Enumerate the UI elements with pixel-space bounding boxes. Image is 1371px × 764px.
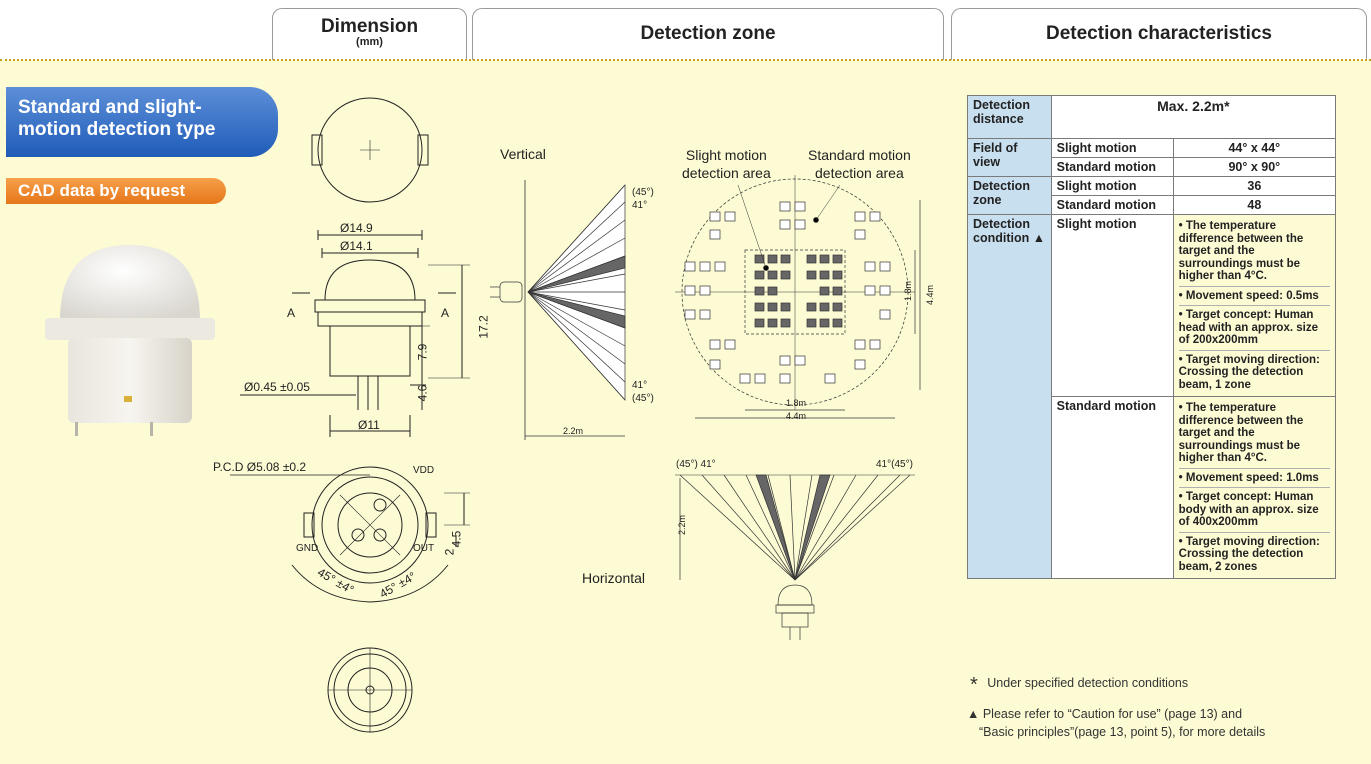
label-h-left: (45°) 41° xyxy=(676,459,716,470)
label-dist-h: 2.2m xyxy=(677,514,688,536)
tab-dimension-unit: (mm) xyxy=(356,36,383,48)
fov-standard-value: 90° x 90° xyxy=(1172,157,1337,177)
label-grid-18h: 1.8m xyxy=(903,280,914,302)
dim-d141: Ø14.1 xyxy=(340,239,373,253)
star-symbol: * xyxy=(970,674,978,696)
list-item: • Target moving direction: Crossing the … xyxy=(1178,535,1320,573)
cond-standard-list: • The temperature difference between the… xyxy=(1172,396,1337,579)
sensor-photo xyxy=(45,245,215,436)
label-standard-area: Standard motion detection area xyxy=(808,146,911,182)
value-distance: Max. 2.2m* xyxy=(1050,95,1337,139)
label-standard-area-2: detection area xyxy=(815,165,904,181)
tab-detection-characteristics-title: Detection characteristics xyxy=(1046,23,1272,44)
footnote-star: * Under specified detection conditions xyxy=(970,674,1189,696)
triangle-line1: ▲ Please refer to “Caution for use” (pag… xyxy=(967,707,1243,721)
tab-detection-zone: Detection zone xyxy=(472,8,944,60)
dim-out: OUT xyxy=(413,543,435,554)
triangle-line2: “Basic principles”(page 13, point 5), fo… xyxy=(979,725,1266,739)
row-label-distance: Detection distance xyxy=(967,95,1052,139)
table-row: Standard motion • The temperature differ… xyxy=(968,396,1337,579)
list-item: • Target concept: Human head with an app… xyxy=(1178,306,1330,351)
dim-h79: 7.9 xyxy=(415,343,430,361)
dim-d11: Ø11 xyxy=(358,418,380,432)
dim-pcd: P.C.D Ø5.08 ±0.2 xyxy=(213,460,307,474)
label-vertical: Vertical xyxy=(500,146,546,162)
dimension-drawing xyxy=(230,97,470,733)
fov-slight-label: Slight motion xyxy=(1050,138,1174,158)
dim-pin: Ø0.45 ±0.05 xyxy=(244,380,310,394)
label-h-right: 41°(45°) xyxy=(876,459,913,470)
dim-d149: Ø14.9 xyxy=(340,221,373,235)
dim-w45: 4.5 xyxy=(449,530,464,548)
zone-standard-label: Standard motion xyxy=(1050,195,1174,215)
list-item: • Target concept: Human body with an app… xyxy=(1178,488,1330,533)
tab-dimension: Dimension (mm) xyxy=(272,8,467,60)
footnote-triangle: ▲ Please refer to “Caution for use” (pag… xyxy=(967,705,1265,741)
list-item: • Movement speed: 0.5ms xyxy=(1178,287,1330,306)
star-text: Under specified detection conditions xyxy=(987,676,1189,690)
label-grid-44h: 4.4m xyxy=(925,284,936,306)
label-slight-area-1: Slight motion xyxy=(685,147,767,163)
dim-a-right: A xyxy=(441,306,450,320)
divider xyxy=(0,59,1371,63)
row-label-condition: Detection condition ▲ xyxy=(967,214,1052,579)
row-label-zone: Detection zone xyxy=(967,176,1052,215)
label-grid-18w: 1.8m xyxy=(786,398,807,408)
dim-a-left: A xyxy=(287,306,296,320)
label-slight-area: Slight motion detection area xyxy=(682,146,771,182)
dim-h46: 4.6 xyxy=(415,384,430,402)
zone-slight-label: Slight motion xyxy=(1050,176,1174,196)
type-badge-line1: Standard and slight- xyxy=(18,97,202,118)
tab-detection-zone-title: Detection zone xyxy=(640,23,776,44)
label-standard-area-1: Standard motion xyxy=(808,147,911,163)
cad-badge: CAD data by request xyxy=(6,178,226,204)
label-ang41-bot: 41° xyxy=(632,380,648,391)
cond-slight-label: Slight motion xyxy=(1050,214,1174,397)
label-dist-v: 2.2m xyxy=(563,426,584,436)
list-item: • The temperature difference between the… xyxy=(1178,217,1330,287)
table-row: Detection condition ▲ Slight motion • Th… xyxy=(967,214,1337,579)
list-item: • The temperature difference between the… xyxy=(1178,399,1330,469)
list-item: • Target moving direction: Crossing the … xyxy=(1178,353,1320,391)
zone-standard-value: 48 xyxy=(1172,195,1337,215)
type-badge: Standard and slight- motion detection ty… xyxy=(6,87,278,157)
cond-standard-label: Standard motion xyxy=(1050,396,1174,579)
zone-slight-value: 36 xyxy=(1172,176,1337,196)
tab-detection-characteristics: Detection characteristics xyxy=(951,8,1367,60)
fov-slight-value: 44° x 44° xyxy=(1172,138,1337,158)
label-slight-area-2: detection area xyxy=(682,165,771,181)
fov-standard-label: Standard motion xyxy=(1050,157,1174,177)
dim-vdd: VDD xyxy=(413,465,435,476)
label-ang45-bot: (45°) xyxy=(632,393,654,404)
row-label-fov: Field of view xyxy=(967,138,1052,177)
table-row: Field of view Slight motion 44° x 44° xyxy=(967,138,1337,177)
characteristics-table: Detection distance Max. 2.2m* Field of v… xyxy=(967,95,1337,579)
detection-zone-drawing xyxy=(490,175,921,640)
label-horizontal: Horizontal xyxy=(582,570,646,586)
table-row: Detection zone Slight motion 36 xyxy=(967,176,1337,215)
type-badge-line2: motion detection type xyxy=(18,119,216,140)
label-ang45-top: (45°) xyxy=(632,187,654,198)
table-row: Detection distance Max. 2.2m* xyxy=(967,95,1337,139)
dim-w2: 2 xyxy=(442,548,457,556)
table-row: Standard motion 90° x 90° xyxy=(968,157,1337,177)
dim-gnd: GND xyxy=(296,543,319,554)
tab-dimension-title: Dimension xyxy=(320,16,419,37)
label-ang41-top: 41° xyxy=(632,200,648,211)
list-item: • Movement speed: 1.0ms xyxy=(1178,469,1330,488)
cond-slight-list: • The temperature difference between the… xyxy=(1172,214,1337,397)
label-grid-44w: 4.4m xyxy=(786,411,807,421)
